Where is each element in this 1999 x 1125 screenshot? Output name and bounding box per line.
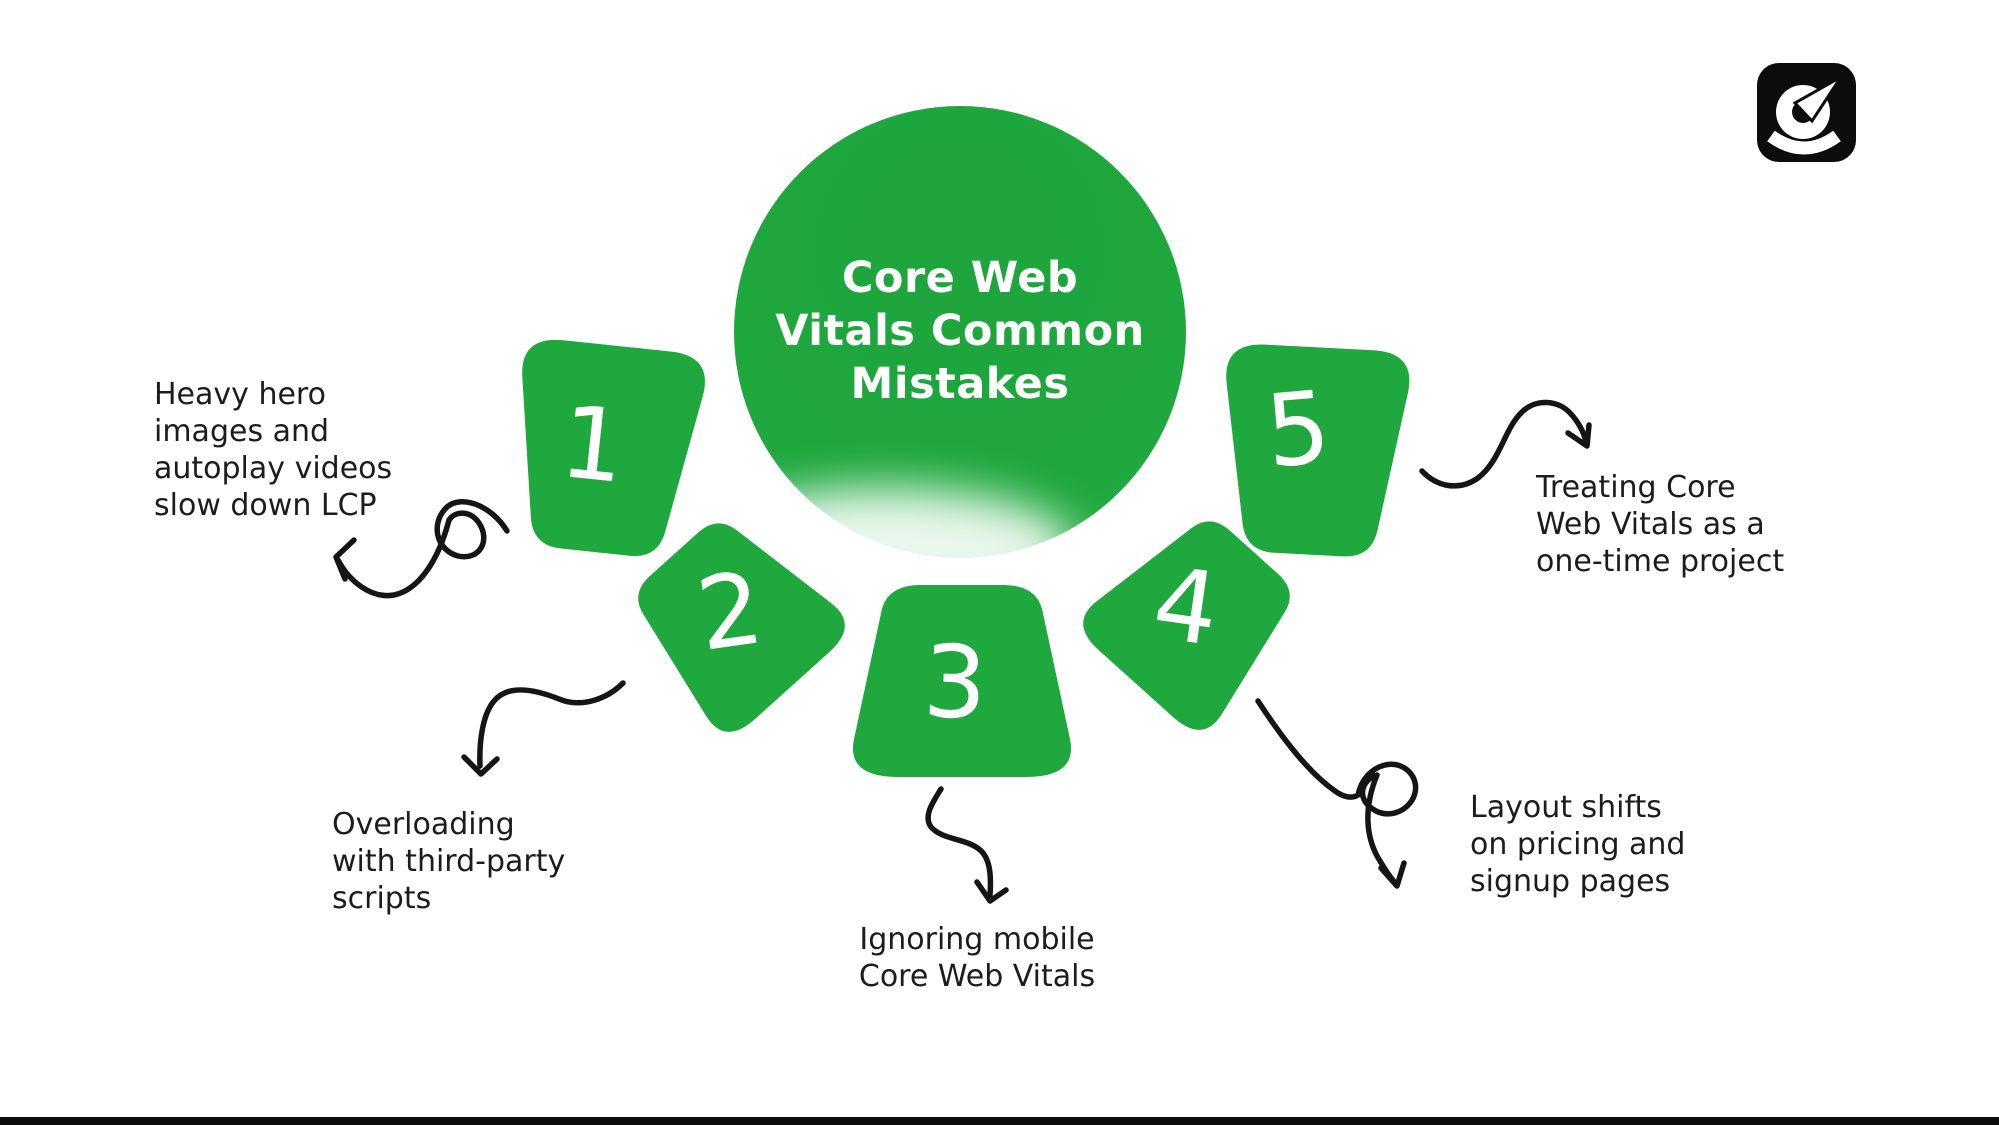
mistake-5-label: Treating Core Web Vitals as a one-time p… (1536, 470, 1785, 579)
arrow-1-head (333, 537, 357, 582)
petal-3-number: 3 (921, 622, 989, 743)
diagram-title: Core Web Vitals Common Mistakes (775, 253, 1145, 409)
arrow-2-curve (477, 680, 626, 769)
footer-bar (0, 1117, 1999, 1125)
arrows (333, 399, 1592, 904)
mistake-3-label: Ignoring mobile Core Web Vitals (858, 922, 1096, 994)
arrow-4-curve (1255, 698, 1419, 886)
arrow-4-head (1378, 860, 1407, 889)
arrow-3-curve (925, 786, 994, 898)
mistake-1-label: Heavy hero images and autoplay videos sl… (154, 377, 393, 523)
arrow-3-head (974, 879, 1009, 904)
arrow-5-head (1565, 422, 1592, 449)
arrow-2-head (461, 754, 500, 777)
petal-5-number: 5 (1261, 368, 1335, 491)
arrow-1-curve (335, 498, 510, 599)
petal-2-number: 2 (690, 549, 770, 674)
center-circle (734, 106, 1186, 558)
logo-crescent (1767, 130, 1841, 155)
logo-needle (1792, 75, 1843, 124)
mistake-4-label: Layout shifts on pricing and signup page… (1470, 790, 1686, 899)
petal-1-number: 1 (555, 382, 631, 507)
mistake-2-label: Overloading with third-party scripts (332, 807, 566, 916)
arrow-5-curve (1419, 399, 1589, 489)
gauge-g-icon (1757, 63, 1856, 162)
